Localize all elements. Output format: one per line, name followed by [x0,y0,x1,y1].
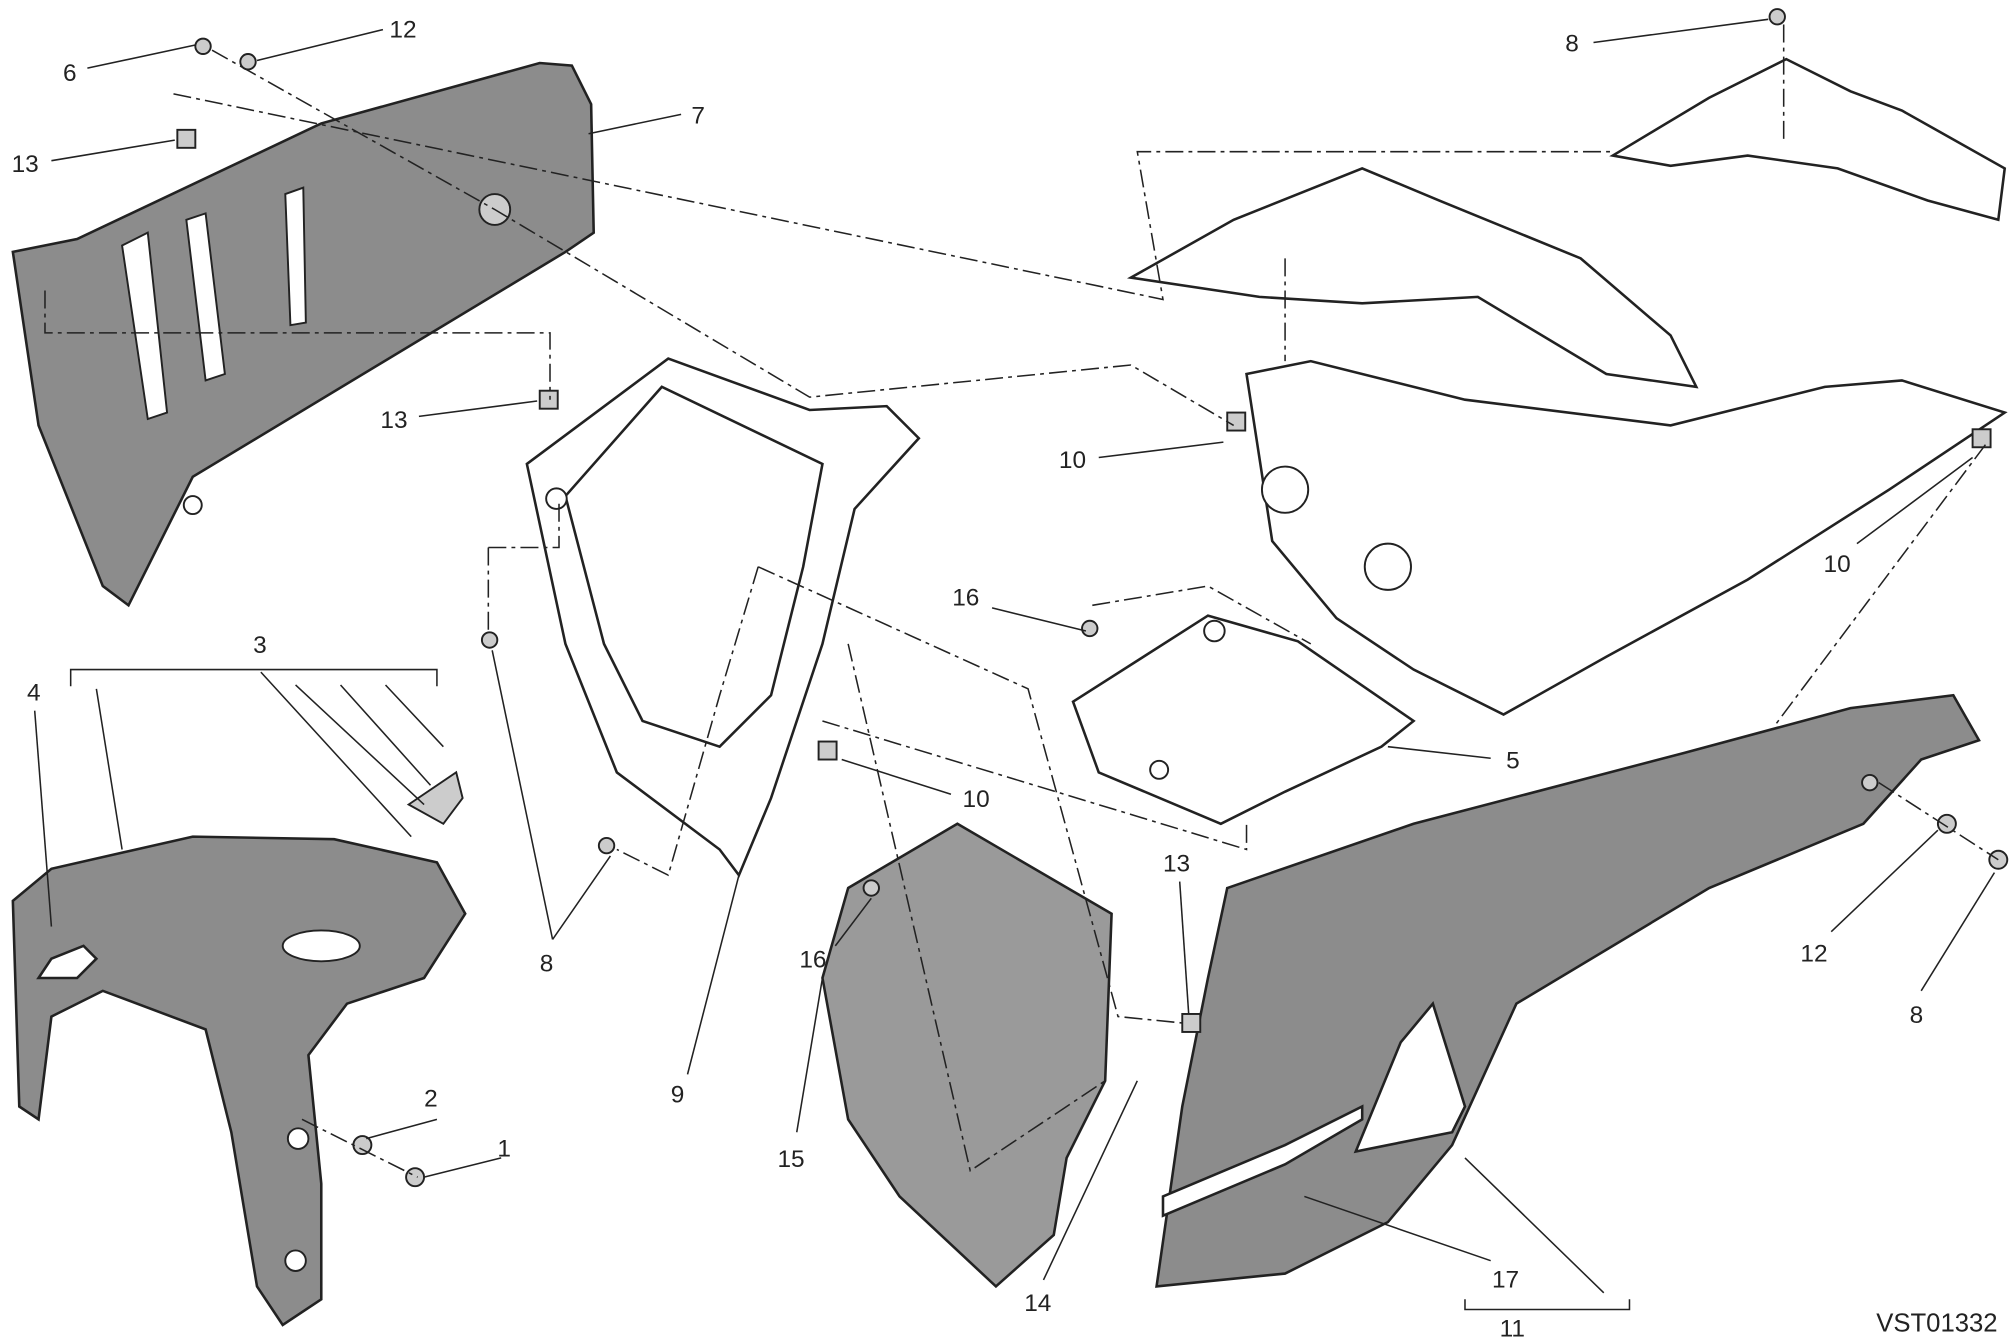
label-17: 17 [1492,1267,1519,1294]
label-16: 16 [799,947,826,974]
label-10: 10 [963,786,990,813]
label-15: 15 [777,1146,804,1173]
label-13: 13 [380,407,407,434]
label-9: 9 [671,1082,685,1109]
label-8: 8 [1565,30,1579,57]
label-10: 10 [1059,447,1086,474]
part-tail-cover[interactable] [1609,57,2007,222]
screw-6 [194,37,212,55]
label-3: 3 [253,632,267,659]
label-8: 8 [1910,1002,1924,1029]
label-16: 16 [952,584,979,611]
washer-12b [1936,813,1957,834]
callout-labels: 6 12 7 13 13 8 10 10 16 5 10 3 4 8 16 9 … [12,16,1998,1342]
label-1: 1 [497,1136,511,1163]
part-5-plate[interactable] [1071,614,1416,826]
clip-10a [1226,411,1247,432]
label-12: 12 [389,16,416,43]
screw-8b [597,836,616,855]
label-4: 4 [27,679,41,706]
screw-16b [862,879,880,897]
label-11: 11 [1500,1316,1525,1343]
clip-13b [538,389,559,410]
part-seat-undertray[interactable] [1126,167,2008,717]
part-11-side-fairing[interactable] [1155,693,1981,1288]
label-7: 7 [691,102,705,129]
screw-16 [1081,619,1099,638]
label-14: 14 [1024,1290,1051,1317]
leader-lines [33,18,1996,1311]
label-6: 6 [63,60,77,87]
part-15-mesh-panel[interactable] [821,822,1113,1289]
label-13: 13 [12,151,39,178]
label-12: 12 [1800,940,1827,967]
clip-13a [176,128,197,149]
label-10: 10 [1824,551,1851,578]
screw-8-top [1768,8,1786,26]
bracket-3 [406,770,464,826]
washer-12 [239,53,257,71]
clip-10b [1971,428,1992,449]
drawing-code: VST01332 [1876,1309,1997,1337]
label-5: 5 [1506,748,1520,775]
part-4-front-fender[interactable] [11,835,467,1327]
part-9-frame-bracket[interactable] [525,357,921,878]
part-7-side-panel[interactable] [11,61,596,608]
label-8: 8 [540,951,554,978]
label-2: 2 [424,1085,438,1112]
screw-1 [405,1167,426,1188]
clip-10c [817,740,838,761]
fasteners [176,8,2009,1188]
screw-8 [480,631,499,649]
assembly-lines [44,24,1999,1178]
clip-13c [1181,1013,1202,1033]
label-13: 13 [1163,850,1190,877]
